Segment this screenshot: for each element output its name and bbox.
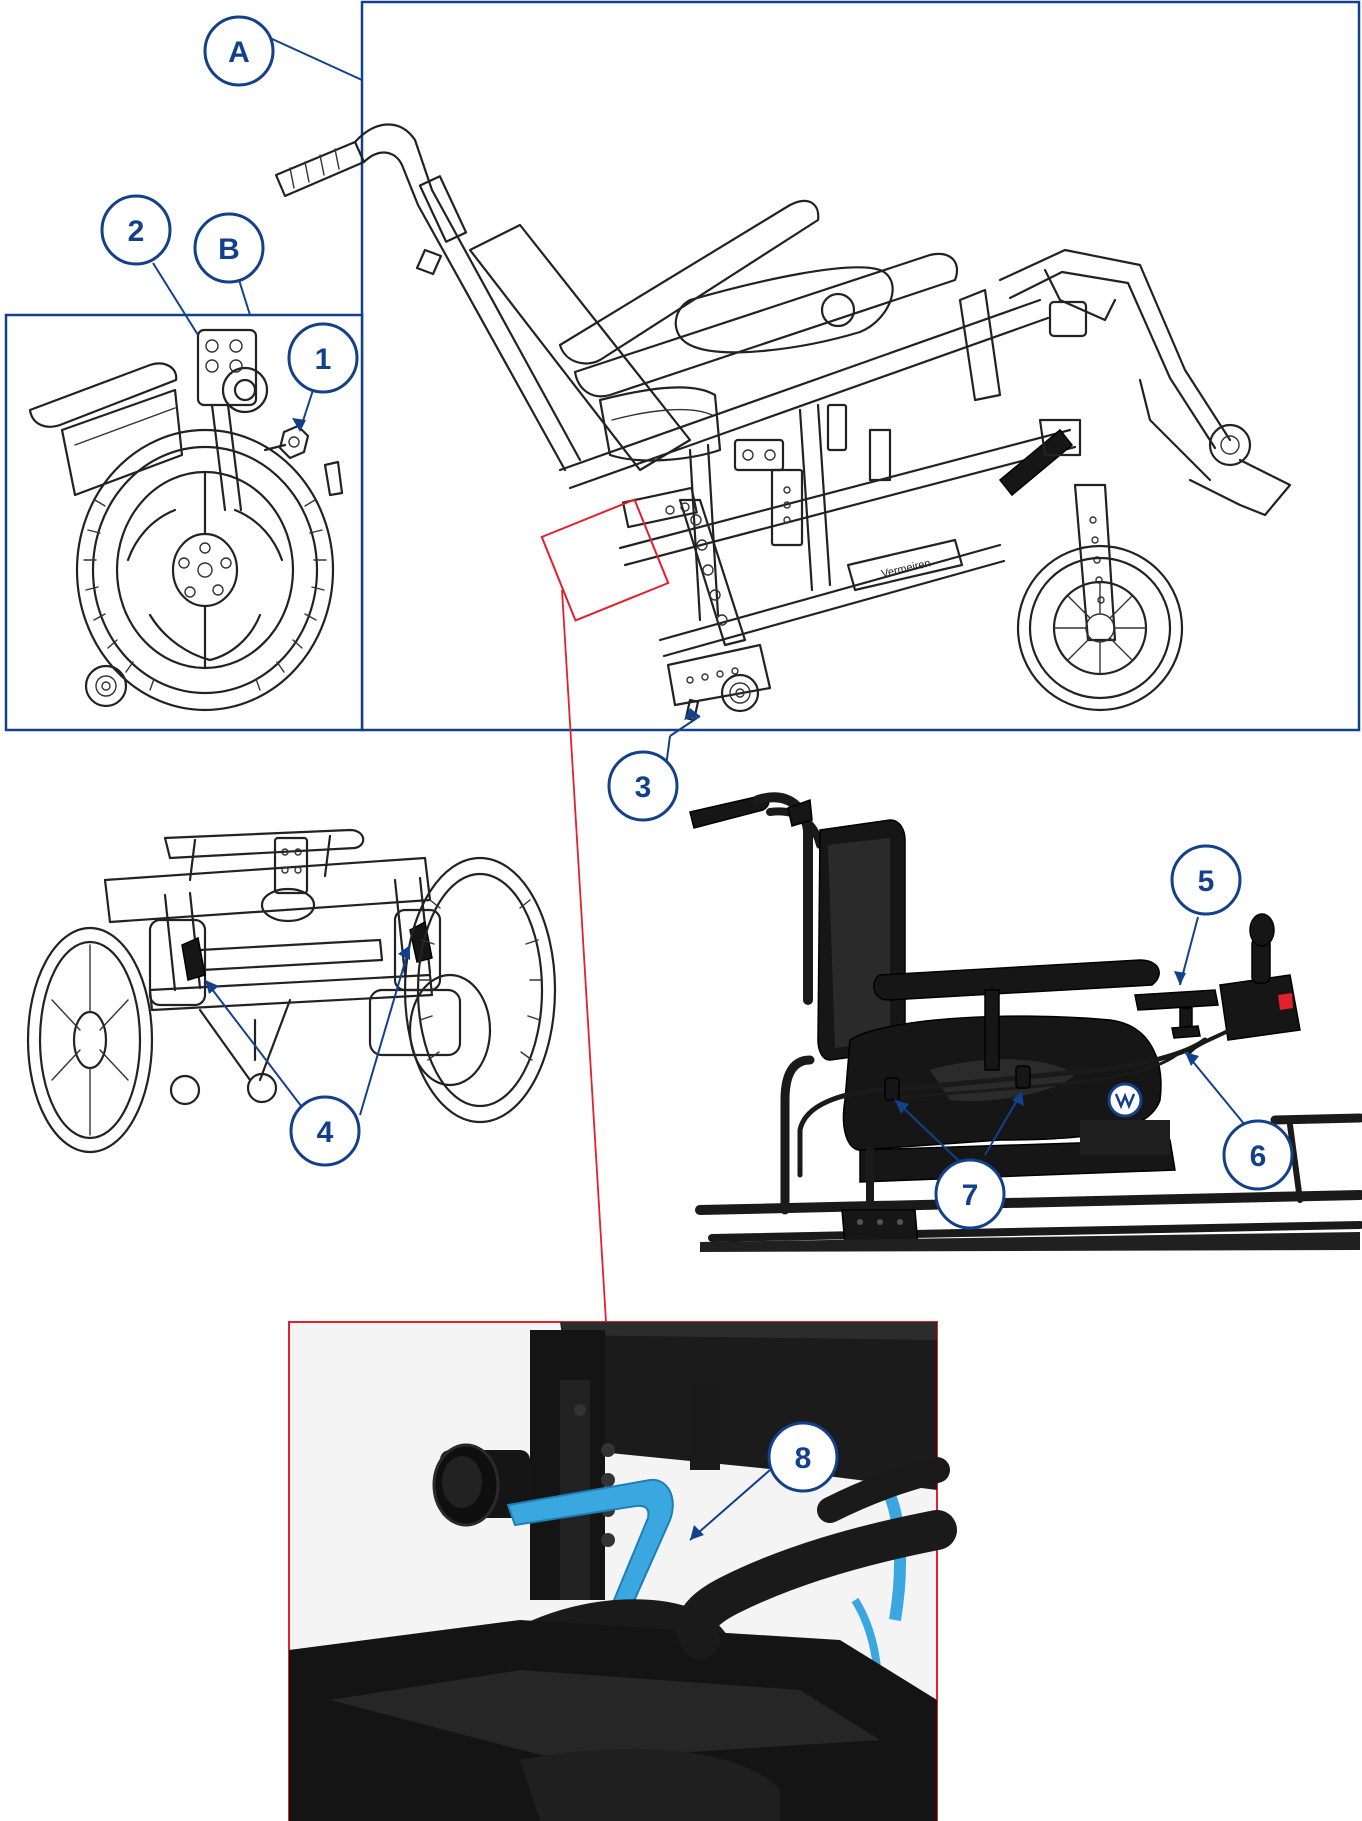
rear-three-quarter-view — [26, 828, 557, 1154]
frame-upright — [958, 288, 1002, 402]
joystick-cable — [797, 1037, 1208, 1178]
callout-5: 5 — [1170, 844, 1242, 916]
detail-leader-line — [561, 589, 607, 1323]
backrest-panel — [468, 223, 692, 472]
rear-bracket — [196, 328, 269, 512]
rear-anti-tip-wheel — [84, 664, 128, 708]
front-caster — [1016, 483, 1184, 712]
leader-4-right — [359, 944, 411, 1116]
joystick-bracket — [1134, 989, 1219, 1039]
anti-tip-bracket — [666, 643, 772, 707]
detail-photo — [288, 1321, 957, 1821]
leader-4-left — [204, 979, 309, 1116]
panel-a-frame — [360, 0, 1361, 732]
callout-a: A — [203, 15, 275, 87]
callout-6: 6 — [1222, 1119, 1294, 1191]
left-motor — [148, 918, 207, 1007]
leader-2 — [152, 262, 199, 336]
push-handle — [274, 123, 582, 472]
panel-a: Vermeiren — [274, 0, 1361, 1323]
callout-8: 8 — [767, 1421, 839, 1493]
callout-3-label: 3 — [635, 771, 652, 804]
ventilation-grille — [1080, 1120, 1170, 1155]
seat-frame — [558, 298, 1077, 658]
callout-a-label: A — [228, 36, 250, 69]
backrest-fabric-detail — [560, 1322, 937, 1490]
leader-8 — [689, 1469, 771, 1541]
legrest — [998, 248, 1292, 517]
callout-7: 7 — [934, 1158, 1006, 1230]
caster-wheels-3q — [169, 1072, 278, 1106]
armrest-pad-photo — [873, 959, 1160, 1001]
callout-5-label: 5 — [1198, 865, 1215, 898]
joystick-controller — [1188, 913, 1301, 1054]
callout-8-label: 8 — [795, 1442, 812, 1475]
leader-7-left — [894, 1099, 961, 1163]
cable-clip-2 — [1015, 1065, 1031, 1089]
anti-tip-wheel — [720, 673, 760, 713]
calf-pad — [998, 428, 1074, 497]
callout-2: 2 — [100, 194, 172, 266]
callout-3: 3 — [607, 750, 679, 822]
callout-6-label: 6 — [1250, 1140, 1267, 1173]
rear-drive-wheel — [75, 428, 335, 712]
panel-b — [4, 313, 364, 732]
cable-clip-1 — [884, 1077, 900, 1101]
leader-lines — [152, 37, 1246, 1541]
detail-highlight-box — [540, 498, 670, 622]
callout-7-label: 7 — [962, 1179, 979, 1212]
callout-b: B — [193, 212, 265, 284]
leader-a — [269, 37, 363, 81]
left-rear-wheel-3q — [26, 926, 154, 1154]
callout-4-label: 4 — [317, 1116, 334, 1149]
callout-1: 1 — [287, 322, 359, 394]
right-rear-wheel-3q — [403, 856, 557, 1124]
leader-3 — [669, 715, 701, 737]
brand-logo-badge — [1107, 1082, 1143, 1118]
callout-2-label: 2 — [128, 215, 145, 248]
tilt-knob-detail — [432, 1443, 530, 1527]
leader-7-right — [984, 1091, 1023, 1156]
callout-4: 4 — [289, 1095, 361, 1167]
callout-1-label: 1 — [315, 343, 332, 376]
leader-6 — [1184, 1051, 1246, 1126]
tilt-bracket — [621, 486, 747, 647]
callout-b-label: B — [218, 233, 240, 266]
seat-cushion — [558, 199, 958, 462]
leader-arrowheads — [205, 418, 1199, 1540]
power-chair-photo — [689, 792, 1362, 1252]
